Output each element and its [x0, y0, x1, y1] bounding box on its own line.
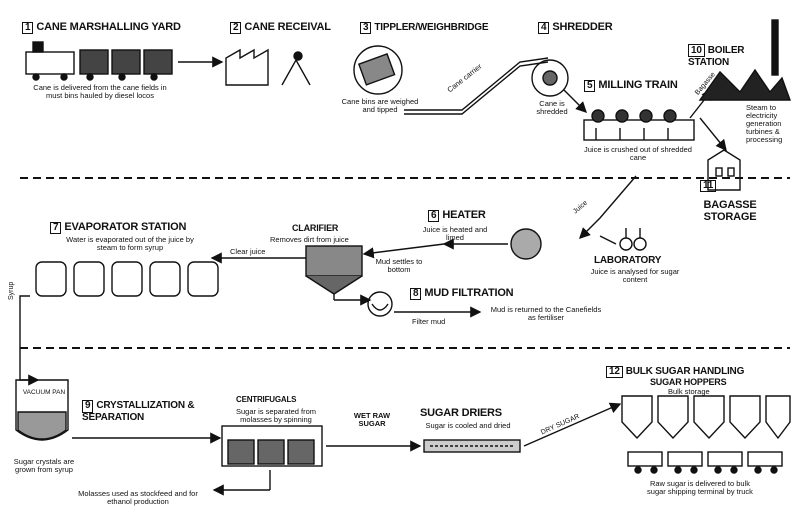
- raw-sugar-delivery-label: Raw sugar is delivered to bulk sugar shi…: [647, 479, 753, 496]
- station-2-number: 2: [230, 22, 242, 34]
- evaporator-icon: [35, 261, 219, 297]
- vacuum-pan-title: VACUUM PAN: [22, 389, 66, 396]
- station-8-number: 8: [410, 288, 422, 300]
- vacuum-pan-caption: Sugar crystals are grown from syrup: [13, 457, 75, 474]
- station-1-number: 1: [22, 22, 34, 34]
- station-4-caption: Cane is shredded: [536, 99, 568, 116]
- sugar-hoppers-caption: Bulk storage: [668, 387, 710, 396]
- laboratory-icon: [599, 228, 647, 251]
- station-8-caption: Mud is returned to the Canefields as fer…: [490, 305, 602, 322]
- station-1-title: CANE MARSHALLING YARD: [36, 21, 181, 33]
- factory-icon: [225, 48, 311, 86]
- sugar-driers-icon: [423, 439, 521, 453]
- station-12-number: 12: [606, 366, 623, 378]
- laboratory-caption: Juice is analysed for sugar content: [590, 267, 680, 284]
- vacuum-pan-icon: [15, 379, 69, 441]
- wet-raw-sugar-label: WET RAW SUGAR: [353, 411, 391, 428]
- laboratory-title: LABORATORY: [594, 255, 662, 266]
- sugar-hoppers-title: SUGAR HOPPERS: [650, 377, 727, 387]
- station-11-number-wrap: 11: [700, 180, 719, 192]
- station-3-number: 3: [360, 22, 372, 34]
- cane-carrier-conveyor: [404, 57, 549, 111]
- molasses-label: Molasses used as stockfeed and for ethan…: [78, 489, 198, 506]
- station-5-number: 5: [584, 80, 596, 92]
- sugar-hoppers-icon: [621, 395, 791, 440]
- centrifugals-caption: Sugar is separated from molasses by spin…: [235, 407, 317, 424]
- station-11-number: 11: [700, 180, 717, 192]
- station-10-number: 10: [688, 44, 705, 57]
- clarifier-title: CLARIFIER: [292, 223, 339, 233]
- station-10-caption: Steam to electricity generation turbines…: [746, 103, 783, 144]
- station-12-title: BULK SUGAR HANDLING: [625, 366, 745, 377]
- centrifugals-title: CENTRIFUGALS: [236, 395, 297, 404]
- station-8-title: MUD FILTRATION: [424, 287, 514, 299]
- station-6-number: 6: [428, 210, 440, 222]
- centrifugals-icon: [221, 425, 323, 467]
- juice-line: [579, 175, 637, 239]
- mud-settles-label: Mud settles to bottom: [375, 257, 423, 274]
- clarifier-icon: [305, 245, 363, 300]
- station-11-title: BAGASSE STORAGE: [703, 199, 757, 223]
- station-5-caption: Juice is crushed out of shredded cane: [584, 145, 692, 162]
- station-5-title: MILLING TRAIN: [598, 79, 678, 91]
- station-3-caption: Cane bins are weighed and tipped: [341, 97, 419, 114]
- sugar-driers-caption: Sugar is cooled and dried: [425, 421, 511, 430]
- trucks-icon: [627, 451, 783, 474]
- syrup-label: Syrup: [8, 281, 15, 300]
- bagasse-storage-icon: [707, 149, 741, 191]
- station-7-title: EVAPORATOR STATION: [64, 221, 187, 233]
- shredder-icon: [531, 59, 569, 97]
- milling-train-icon: [583, 109, 695, 141]
- station-4-number: 4: [538, 22, 550, 34]
- clarifier-caption: Removes dirt from juice: [270, 235, 349, 244]
- filter-mud-label: Filter mud: [412, 317, 446, 326]
- heater-icon: [510, 228, 542, 260]
- station-7-caption: Water is evaporated out of the juice by …: [66, 235, 194, 252]
- sugar-driers-title: SUGAR DRIERS: [420, 407, 502, 419]
- station-6-title: HEATER: [442, 209, 486, 221]
- station-10-title: BOILER STATION: [688, 45, 745, 68]
- station-7-number: 7: [50, 222, 62, 234]
- station-9-title: CRYSTALLIZATION & SEPARATION: [82, 400, 195, 423]
- station-1-caption: Cane is delivered from the cane fields i…: [33, 83, 167, 100]
- dry-sugar-line: [523, 402, 622, 447]
- station-6-caption: Juice is heated and limed: [422, 225, 488, 242]
- clear-juice-label: Clear juice: [230, 247, 266, 256]
- station-4-title: SHREDDER: [552, 21, 613, 33]
- syrup-line: [19, 295, 40, 386]
- boiler-icon: [698, 19, 791, 101]
- mud-filter-icon: [367, 291, 393, 317]
- loco-and-bins-icon: [25, 41, 173, 81]
- station-2-title: CANE RECEIVAL: [244, 21, 331, 33]
- station-3-title: TIPPLER/WEIGHBRIDGE: [374, 22, 489, 33]
- tippler-icon: [353, 45, 403, 95]
